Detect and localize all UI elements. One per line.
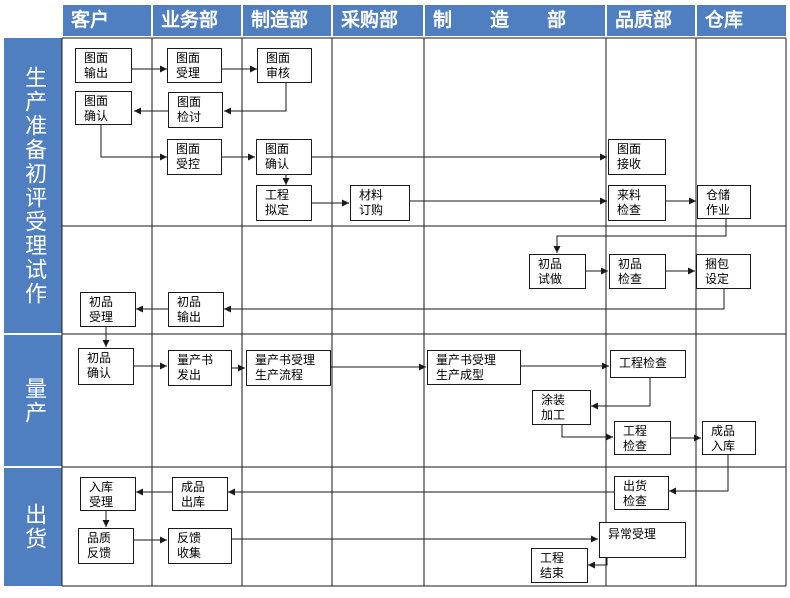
header-manufacturing-wide: 制 造 部 xyxy=(425,5,605,36)
box-drawing-review: 图面 审核 xyxy=(257,48,312,83)
box-packing-setup: 捆包 设定 xyxy=(696,254,751,289)
box-drawing-confirm-client: 图面 确认 xyxy=(75,91,132,125)
box-quality-feedback: 品质 反馈 xyxy=(78,528,134,564)
box-first-inspect: 初品 检查 xyxy=(609,254,666,289)
header-quality: 品质部 xyxy=(607,5,695,36)
box-process-end: 工程 结束 xyxy=(531,548,588,583)
box-process-check-2: 工程 检查 xyxy=(614,421,671,455)
box-material-order: 材料 订购 xyxy=(350,185,410,221)
box-mass-form: 量产书受理 生产成型 xyxy=(427,350,521,385)
box-first-trial: 初品 试做 xyxy=(529,254,586,289)
box-painting: 涂装 加工 xyxy=(532,390,591,425)
box-drawing-confirm-mfg: 图面 确认 xyxy=(256,139,312,175)
box-drawing-control: 图面 受控 xyxy=(167,139,222,175)
phase-preparation: 生产准备初评受理试作 xyxy=(4,38,62,333)
box-shipment-check: 出货 检查 xyxy=(614,476,669,510)
header-manufacturing: 制造部 xyxy=(243,5,331,36)
box-drawing-discuss: 图面 检讨 xyxy=(168,92,223,128)
box-abnormal-accept: 异常受理 xyxy=(599,522,686,558)
box-stock-accept: 入库 受理 xyxy=(80,477,136,511)
box-product-out: 成品 出库 xyxy=(172,477,228,511)
header-purchasing: 采购部 xyxy=(333,5,423,36)
header-sales: 业务部 xyxy=(153,5,241,36)
box-first-accept: 初品 受理 xyxy=(80,292,136,327)
box-feedback-collect: 反馈 收集 xyxy=(168,528,232,564)
box-process-check-1: 工程检查 xyxy=(610,350,686,378)
phase-mass-production: 量产 xyxy=(4,335,62,466)
box-drawing-receive: 图面 接收 xyxy=(608,139,666,175)
box-product-in: 成品 入库 xyxy=(702,421,756,455)
box-first-confirm: 初品 确认 xyxy=(78,348,134,385)
box-drawing-output: 图面 输出 xyxy=(75,48,132,83)
box-storage: 仓储 作业 xyxy=(697,185,751,219)
box-mass-flow: 量产书受理 生产流程 xyxy=(246,350,331,386)
box-first-output: 初品 输出 xyxy=(168,292,224,327)
header-customer: 客户 xyxy=(63,5,151,36)
box-incoming-inspect: 来料 检查 xyxy=(608,185,666,221)
box-drawing-accept: 图面 受理 xyxy=(167,48,222,83)
box-process-plan: 工程 拟定 xyxy=(256,185,312,221)
header-warehouse: 仓库 xyxy=(697,5,786,36)
phase-shipping: 出货 xyxy=(4,468,62,586)
box-mass-issue: 量产书 发出 xyxy=(168,350,232,386)
